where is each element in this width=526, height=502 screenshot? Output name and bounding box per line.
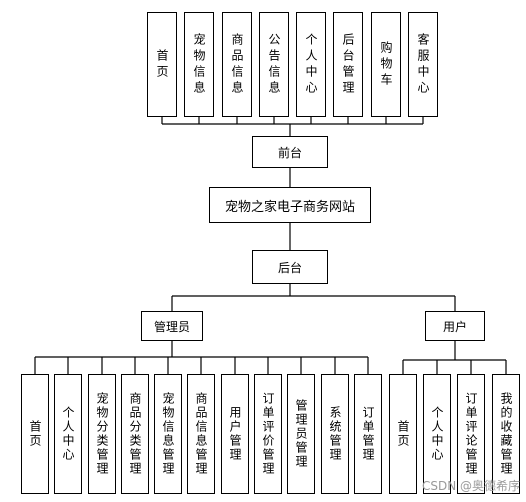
admin-module-order-review-mgmt: 订单评价管理	[254, 374, 282, 494]
front-module-personal-center: 个人中心	[296, 12, 326, 117]
user-module-home: 首页	[389, 374, 417, 494]
frontend-node: 前台	[252, 136, 328, 168]
front-module-shopping-cart: 购物车	[371, 12, 401, 117]
admin-module-pet-info-mgmt: 宠物信息管理	[154, 374, 182, 494]
csdn-watermark: CSDN @奥德希序	[421, 479, 520, 493]
root-node-site-title: 宠物之家电子商务网站	[209, 187, 371, 223]
user-module-my-favorites-mgmt: 我的收藏管理	[492, 374, 520, 494]
front-module-customer-service: 客服中心	[408, 12, 438, 117]
front-module-home: 首页	[147, 12, 177, 117]
admin-module-user-mgmt: 用户管理	[221, 374, 249, 494]
admin-module-system-mgmt: 系统管理	[321, 374, 349, 494]
admin-module-product-category-mgmt: 商品分类管理	[121, 374, 149, 494]
user-module-personal-center: 个人中心	[423, 374, 451, 494]
front-module-product-info: 商品信息	[222, 12, 252, 117]
front-module-announcement-info: 公告信息	[259, 12, 289, 117]
front-module-pet-info: 宠物信息	[184, 12, 214, 117]
backend-node: 后台	[252, 250, 328, 284]
admin-module-pet-category-mgmt: 宠物分类管理	[88, 374, 116, 494]
admin-module-product-info-mgmt: 商品信息管理	[187, 374, 215, 494]
admin-module-personal-center: 个人中心	[54, 374, 82, 494]
admin-module-admin-mgmt: 管理员管理	[287, 374, 315, 494]
front-module-backend-management: 后台管理	[333, 12, 363, 117]
admin-module-home: 首页	[21, 374, 49, 494]
role-admin-node: 管理员	[141, 311, 203, 341]
admin-module-order-mgmt: 订单管理	[354, 374, 382, 494]
user-module-order-comment-mgmt: 订单评论管理	[457, 374, 485, 494]
role-user-node: 用户	[425, 311, 485, 341]
